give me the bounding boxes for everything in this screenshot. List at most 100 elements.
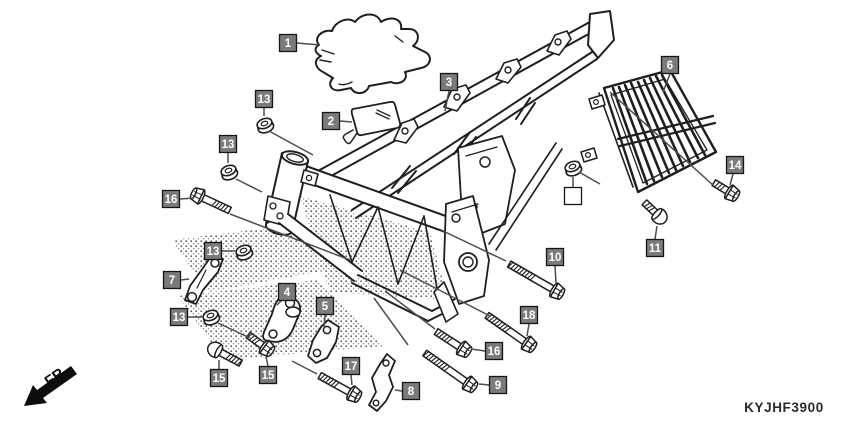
flange-nut (564, 160, 583, 177)
parts-layer (184, 13, 718, 412)
callout-6-3[interactable]: 6 (660, 55, 680, 75)
leader-line (268, 130, 314, 156)
part-grid-pad (580, 68, 718, 194)
leader-line (394, 389, 403, 392)
callout-box[interactable] (321, 111, 341, 131)
leader-line (478, 383, 490, 386)
flange-nut (220, 164, 239, 181)
callout-box[interactable] (277, 282, 297, 302)
callout-box[interactable] (645, 238, 665, 258)
leader-line (729, 173, 734, 186)
callout-box[interactable] (519, 305, 539, 325)
callout-number: 1 (285, 38, 292, 50)
callout-box[interactable] (169, 307, 189, 327)
diagram-code: KYJHF3900 (744, 400, 824, 415)
callouts: 1 2 3 6 13 13 16 14 11 10 7 13 4 5 13 18 16 9 15 15 17 8 (161, 33, 745, 401)
leader-line (654, 225, 658, 240)
callout-number: 9 (495, 380, 501, 392)
callout-11-8[interactable]: 11 (645, 238, 665, 258)
callout-box[interactable] (341, 356, 361, 376)
callout-13-11[interactable]: 13 (203, 241, 223, 261)
callout-number: 8 (408, 386, 415, 398)
flange-bolt (433, 327, 473, 359)
callout-box[interactable] (488, 375, 508, 395)
leader-line (444, 90, 450, 112)
flange-nut (256, 117, 275, 134)
callout-8-21[interactable]: 8 (401, 381, 421, 401)
callout-box[interactable] (439, 72, 459, 92)
callout-number: 2 (328, 116, 334, 128)
leader-line (373, 297, 409, 346)
callout-box[interactable] (278, 33, 298, 53)
leader-line (440, 229, 507, 262)
callout-14-7[interactable]: 14 (725, 155, 745, 175)
flange-bolt (422, 349, 479, 394)
leader-line (609, 91, 715, 187)
callout-2-1[interactable]: 2 (321, 111, 341, 131)
leader-line (399, 269, 491, 317)
callout-box[interactable] (254, 89, 274, 109)
callout-box[interactable] (401, 381, 421, 401)
callout-box[interactable] (258, 365, 278, 385)
flange-bolt (189, 187, 233, 215)
callout-13-5[interactable]: 13 (218, 134, 238, 154)
callout-number: 3 (446, 77, 452, 89)
leader-line (180, 278, 190, 281)
callout-1-0[interactable]: 1 (278, 33, 298, 53)
callout-13-4[interactable]: 13 (254, 89, 274, 109)
callout-9-17[interactable]: 9 (488, 375, 508, 395)
callout-box[interactable] (161, 189, 181, 209)
callout-number: 15 (213, 373, 226, 385)
callout-13-14[interactable]: 13 (169, 307, 189, 327)
leader-line (235, 178, 263, 193)
leader-line (229, 213, 351, 261)
callout-4-12[interactable]: 4 (277, 282, 297, 302)
leader-line (578, 171, 601, 185)
callout-10-9[interactable]: 10 (545, 247, 565, 267)
callout-18-15[interactable]: 18 (519, 305, 539, 325)
leader-line (339, 120, 353, 123)
part-mat (314, 13, 431, 94)
leader-line (470, 348, 486, 352)
callout-5-13[interactable]: 5 (315, 296, 335, 316)
callout-number: 13 (222, 139, 235, 151)
callout-16-6[interactable]: 16 (161, 189, 181, 209)
callout-number: 13 (173, 312, 186, 324)
callout-3-2[interactable]: 3 (439, 72, 459, 92)
callout-box[interactable] (218, 134, 238, 154)
callout-box[interactable] (203, 241, 223, 261)
flange-bolt (641, 199, 668, 225)
callout-15-18[interactable]: 15 (209, 368, 229, 388)
callout-blank[interactable] (563, 186, 583, 206)
callout-16-16[interactable]: 16 (484, 341, 504, 361)
callout-15-19[interactable]: 15 (258, 365, 278, 385)
fr-direction-indicator: FR. (24, 362, 77, 406)
part-bracket-8 (368, 353, 396, 412)
flange-nut (202, 309, 221, 326)
stipple-patch (300, 196, 448, 300)
callout-box[interactable] (660, 55, 680, 75)
hardware-layer (189, 117, 741, 403)
callout-7-10[interactable]: 7 (162, 270, 182, 290)
part-plate (342, 100, 402, 145)
callout-box[interactable] (315, 296, 335, 316)
callout-number: 14 (729, 160, 742, 172)
leader-line (554, 265, 557, 284)
flange-bolt (245, 331, 276, 358)
callout-number: 10 (549, 252, 562, 264)
leader-line (526, 323, 530, 337)
flange-bolt (317, 371, 363, 403)
flange-bolt (206, 341, 244, 367)
callout-17-20[interactable]: 17 (341, 356, 361, 376)
callout-box[interactable] (725, 155, 745, 175)
callout-box[interactable] (484, 341, 504, 361)
callout-number: 4 (284, 287, 291, 299)
callout-number: 16 (165, 194, 178, 206)
callout-box[interactable] (162, 270, 182, 290)
callout-box[interactable] (545, 247, 565, 267)
frame-line-art (172, 10, 615, 360)
callout-number: 16 (488, 346, 501, 358)
callout-number: 7 (169, 275, 175, 287)
callout-number: 11 (649, 243, 662, 255)
callout-box[interactable] (209, 368, 229, 388)
